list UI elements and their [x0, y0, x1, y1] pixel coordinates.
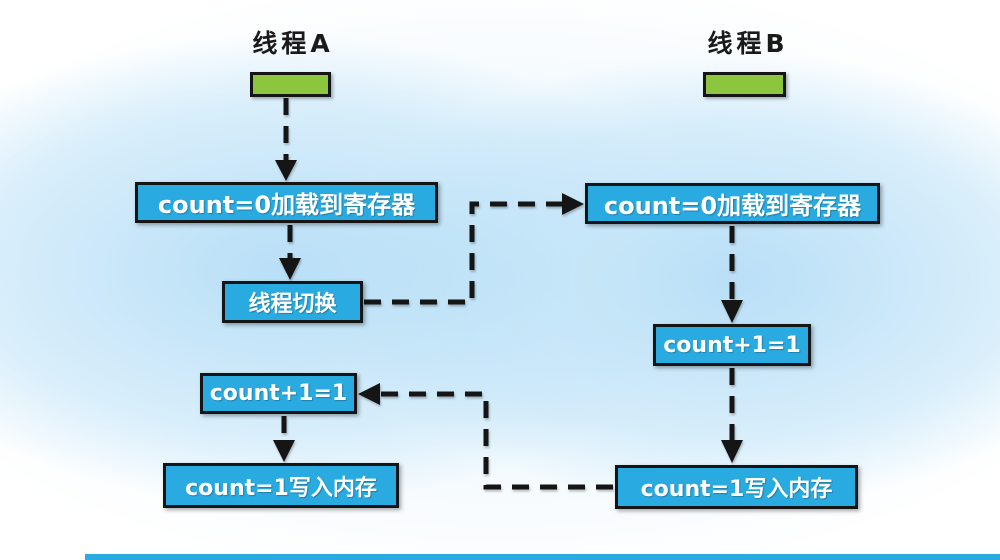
arrowhead-switch-to-b-load	[562, 193, 584, 215]
arrowhead-a-add-to-a-write	[273, 440, 295, 462]
node-b-load: count=0加载到寄存器	[585, 183, 880, 224]
arrow-b-write-to-a-add	[380, 391, 613, 490]
thread-b-label: 线程B	[707, 29, 789, 58]
node-a-add: count+1=1	[200, 373, 357, 414]
node-a-load: count=0加载到寄存器	[135, 182, 438, 223]
arrowhead-b-load-to-b-add	[721, 300, 743, 323]
thread-a-marker	[250, 72, 331, 97]
node-a-write: count=1写入内存	[163, 463, 399, 508]
node-b-write: count=1写入内存	[615, 465, 858, 509]
bottom-edge-strip	[85, 554, 1000, 560]
thread-a-label: 线程A	[252, 29, 334, 58]
arrowhead-marker-to-a-load	[275, 160, 297, 181]
node-a-switch: 线程切换	[222, 281, 363, 323]
arrowhead-b-add-to-b-write	[721, 440, 743, 463]
arrowhead-b-write-to-a-add	[358, 383, 380, 405]
thread-b-marker	[703, 72, 786, 97]
node-b-add: count+1=1	[653, 324, 811, 366]
arrow-switch-to-b-load	[364, 201, 562, 305]
arrowhead-a-load-to-switch	[279, 258, 301, 280]
